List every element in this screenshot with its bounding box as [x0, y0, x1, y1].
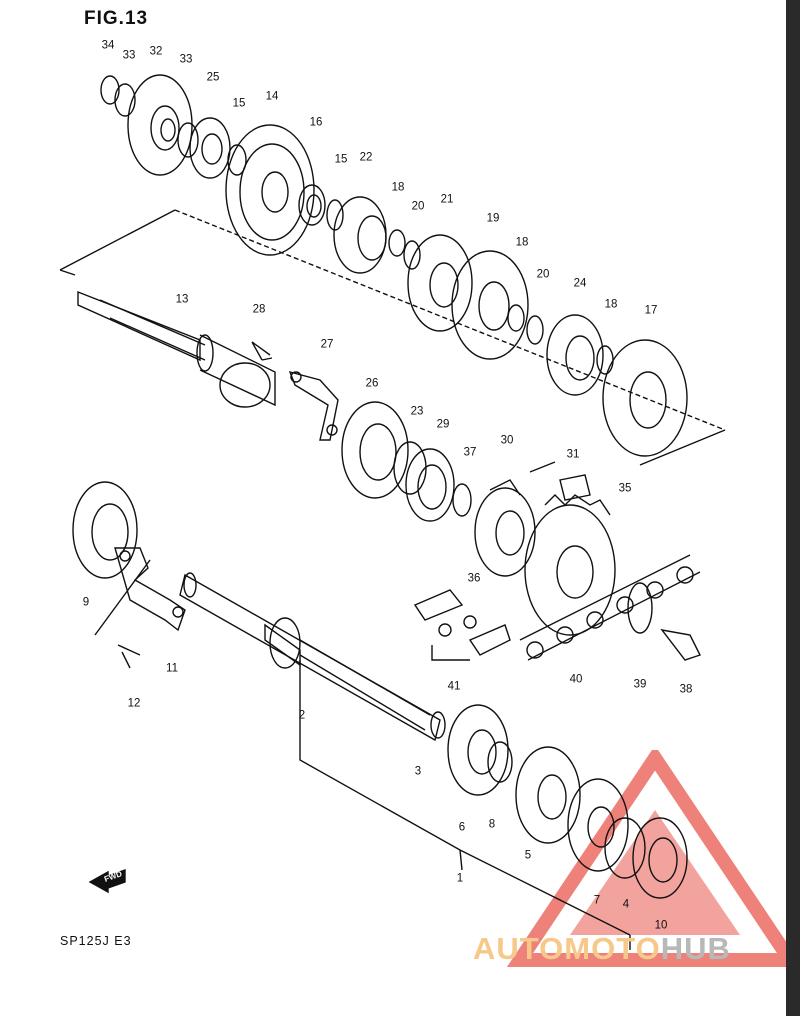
callout-10: 10: [654, 919, 668, 932]
callout-2: 2: [298, 709, 306, 722]
callout-18b: 18: [515, 236, 529, 249]
callout-18c: 18: [604, 298, 618, 311]
screw-and-stopper-plate: [251, 341, 339, 441]
callout-8: 8: [488, 818, 496, 831]
callout-28: 28: [252, 303, 266, 316]
screw-12: [117, 644, 141, 669]
callout-33a: 33: [122, 49, 136, 62]
watermark-text-hub: HUB: [660, 931, 731, 966]
callout-6: 6: [458, 821, 466, 834]
callout-20a: 20: [411, 200, 425, 213]
callout-20b: 20: [536, 268, 550, 281]
watermark-text-moto: MOTO: [564, 931, 661, 966]
watermark-logo: [506, 750, 800, 967]
figure-title: FIG.13: [84, 8, 149, 29]
callout-31: 31: [566, 448, 580, 461]
callout-38: 38: [679, 683, 693, 696]
master-link: [413, 589, 511, 661]
output-seals-bearing: [341, 401, 472, 522]
callout-3: 3: [414, 765, 422, 778]
callout-29: 29: [436, 418, 450, 431]
callout-36: 36: [467, 572, 481, 585]
fwd-label: FWD: [103, 869, 124, 884]
callout-39: 39: [633, 678, 647, 691]
watermark-text-auto: AUTO: [473, 931, 565, 966]
countershaft-frame: [59, 209, 726, 466]
model-code: SP125J E3: [60, 934, 132, 948]
callout-25: 25: [206, 71, 220, 84]
callout-4: 4: [622, 898, 630, 911]
callout-41: 41: [447, 680, 461, 693]
callout-19: 19: [486, 212, 500, 225]
drive-chain: [519, 554, 701, 661]
callout-14: 14: [265, 90, 279, 103]
callout-26: 26: [365, 377, 379, 390]
fwd-tag: FWD: [95, 869, 125, 886]
lower-gear-train: [430, 704, 688, 899]
mainshaft: [179, 572, 631, 950]
callout-21: 21: [440, 193, 454, 206]
callout-35: 35: [618, 482, 632, 495]
callout-7: 7: [593, 894, 601, 907]
callout-18a: 18: [391, 181, 405, 194]
callout-5: 5: [524, 849, 532, 862]
callout-12: 12: [127, 697, 141, 710]
callout-11: 11: [166, 662, 178, 675]
callout-22: 22: [359, 151, 373, 164]
callout-1: 1: [456, 872, 464, 885]
callout-15b: 15: [334, 153, 348, 166]
mainshaft-bearing-left: [72, 481, 186, 636]
sprocket-assembly: [474, 461, 616, 636]
callout-40: 40: [569, 673, 583, 686]
callout-9: 9: [82, 596, 90, 609]
callout-17: 17: [644, 304, 658, 317]
forward-arrow: [88, 869, 126, 894]
callout-33b: 33: [179, 53, 193, 66]
callout-16: 16: [309, 116, 323, 129]
countershaft: [77, 290, 276, 408]
scan-edge-strip: [786, 0, 800, 1016]
callout-37: 37: [463, 446, 477, 459]
callout-27: 27: [320, 338, 334, 351]
callout-24: 24: [573, 277, 587, 290]
callout-13: 13: [175, 293, 189, 306]
watermark-text: AUTOMOTOHUB: [473, 931, 731, 967]
callout-32: 32: [149, 45, 163, 58]
callout-15a: 15: [232, 97, 246, 110]
callout-30: 30: [500, 434, 514, 447]
callout-34: 34: [101, 39, 115, 52]
upper-gear-train: [100, 74, 688, 457]
callout-23: 23: [410, 405, 424, 418]
